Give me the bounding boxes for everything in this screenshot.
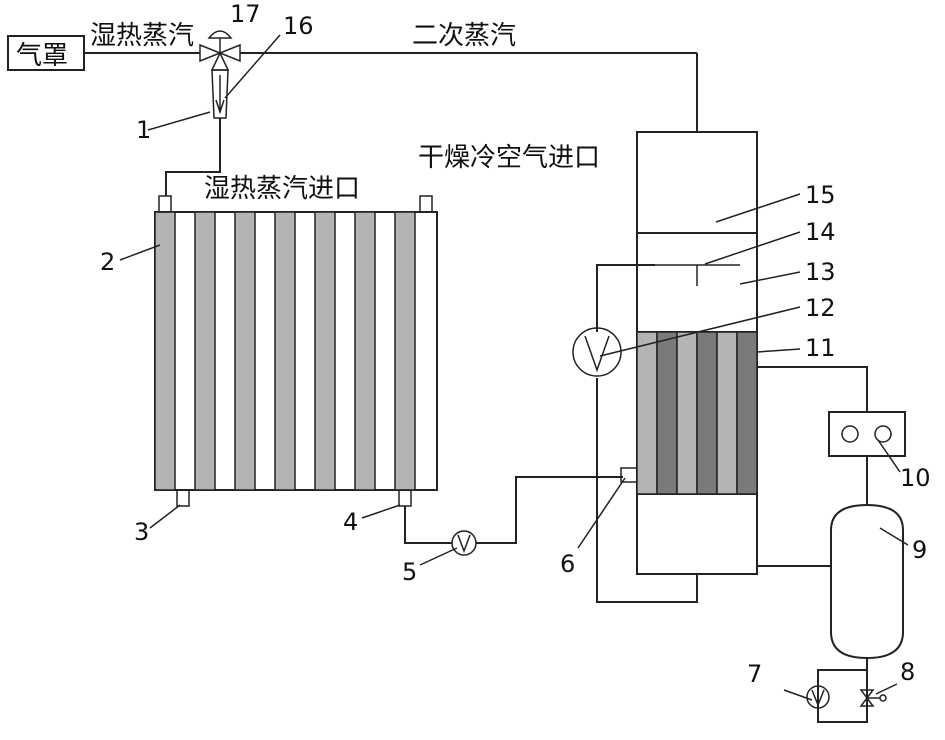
inlet-pipe <box>165 118 221 196</box>
label-6: 6 <box>560 550 575 578</box>
column-packing-plate <box>636 331 658 495</box>
label-10: 10 <box>900 464 931 492</box>
heat-exchanger-plates <box>154 211 416 491</box>
label-17: 17 <box>230 0 261 28</box>
heat-exchanger-plate <box>274 211 296 491</box>
outlet-port-3 <box>176 489 190 507</box>
column-packing-plate <box>676 331 698 495</box>
label-15: 15 <box>805 181 836 209</box>
label-1: 1 <box>136 116 151 144</box>
column-packing-plate <box>656 331 678 495</box>
pump5-discharge-line <box>476 476 623 544</box>
label-7: 7 <box>747 660 762 688</box>
column-packing-plate <box>716 331 738 495</box>
heat-exchanger-plate <box>314 211 336 491</box>
pump-5 <box>451 530 477 556</box>
column-packing-plate <box>736 331 758 495</box>
label-12: 12 <box>805 294 836 322</box>
leader-lines <box>119 34 909 701</box>
circulation-feed-line <box>596 264 655 332</box>
pump-7 <box>806 685 830 709</box>
label-14: 14 <box>805 218 836 246</box>
label-13: 13 <box>805 258 836 286</box>
separator-10 <box>828 411 906 457</box>
heat-exchanger-plate <box>354 211 376 491</box>
label-8: 8 <box>900 658 915 686</box>
secondary-steam-label: 二次蒸汽 <box>412 21 516 51</box>
valve-actuator-icon <box>207 30 233 39</box>
evaporation-column <box>636 131 758 575</box>
wet-steam-inlet-port <box>158 195 172 213</box>
heat-exchanger-plate <box>234 211 256 491</box>
pump-12 <box>572 327 622 377</box>
wet-steam-label: 湿热蒸汽 <box>90 21 194 51</box>
wet-steam-inlet-label: 湿热蒸汽进口 <box>204 174 360 204</box>
plate-heat-exchanger <box>154 195 438 507</box>
label-11: 11 <box>805 334 836 362</box>
label-16: 16 <box>283 12 314 40</box>
column-packing-11 <box>636 331 758 495</box>
label-5: 5 <box>402 558 417 586</box>
air-inlet-port <box>419 195 433 213</box>
heat-exchanger-plate <box>194 211 216 491</box>
label-3: 3 <box>134 518 149 546</box>
label-4: 4 <box>343 508 358 536</box>
three-way-valve <box>199 30 241 119</box>
dry-air-inlet-label: 干燥冷空气进口 <box>418 143 600 173</box>
label-9: 9 <box>912 536 927 564</box>
tank-discharge-loop <box>817 658 868 723</box>
storage-tank-9 <box>830 503 904 660</box>
outlet-port-4 <box>398 489 412 507</box>
pump5-suction-line <box>404 506 452 544</box>
heat-exchanger-plate <box>394 211 416 491</box>
heat-exchanger-plate <box>154 211 176 491</box>
column-to-separator-line <box>757 366 868 412</box>
label-2: 2 <box>100 248 115 276</box>
valve-8 <box>859 689 887 707</box>
hood-label: 气罩 <box>16 41 68 71</box>
column-packing-plate <box>696 331 718 495</box>
circulation-return-line <box>596 378 698 603</box>
hood-box: 气罩 <box>7 35 85 71</box>
valve-body <box>211 69 229 119</box>
